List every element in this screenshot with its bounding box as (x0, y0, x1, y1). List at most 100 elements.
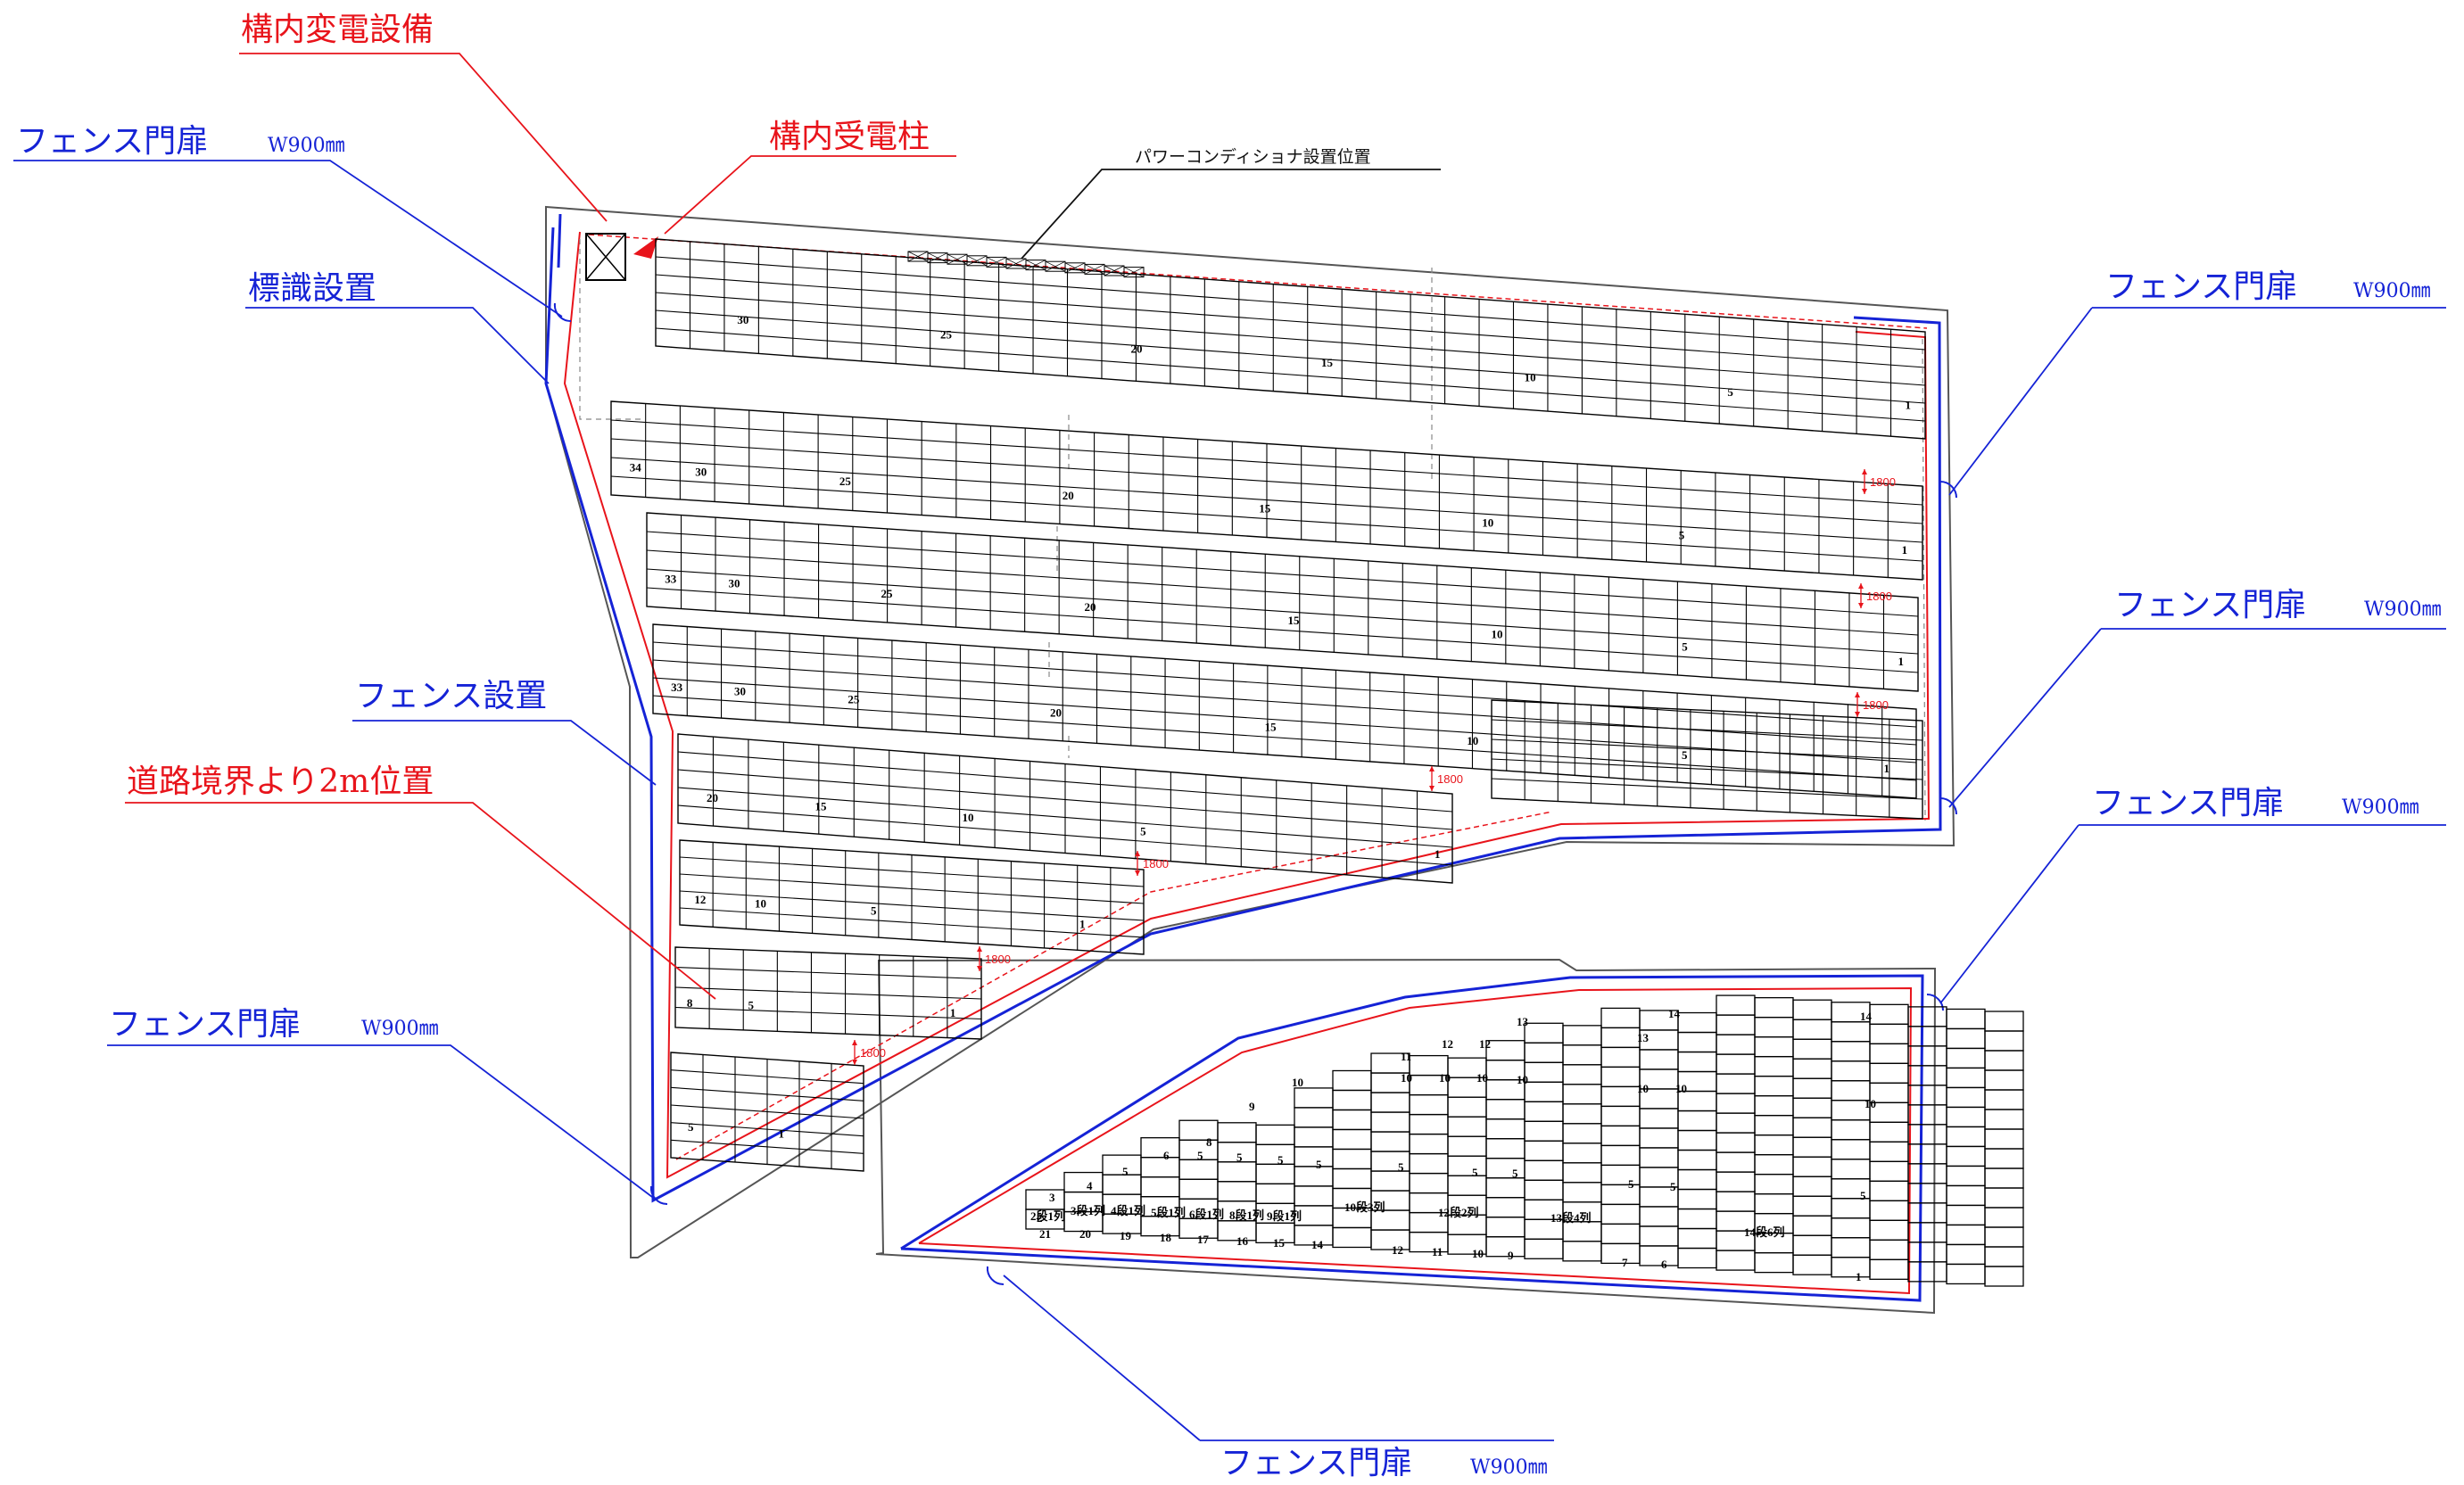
lower-panel-cell (1178, 1178, 1219, 1200)
panel-array (610, 238, 1926, 1172)
spacing-dimension: 1800 (1135, 851, 1169, 876)
lower-panel-cell (1984, 1030, 2024, 1052)
arrow-icon (1858, 603, 1864, 608)
lower-panel-cell (1524, 1159, 1564, 1181)
row-number-label: 20 (1062, 489, 1074, 502)
lower-panel-cell (1524, 1101, 1564, 1122)
spacing-dimension: 1800 (1862, 469, 1896, 494)
lower-panel-cell (1370, 1170, 1410, 1192)
lower-panel-cell (1907, 1261, 1947, 1283)
lower-panel-cell (1524, 1179, 1564, 1200)
spacing-dimension: 1800 (1858, 583, 1892, 608)
row-number-label: 30 (729, 576, 740, 590)
pcs-unit-hatch (907, 251, 929, 262)
lower-panel-cell (1831, 1257, 1871, 1278)
row-divider (655, 256, 1926, 351)
lower-panel-cell (1984, 1050, 2024, 1071)
lower-row-number-label: 12 (1442, 1037, 1453, 1051)
lower-panel-array (1025, 994, 2024, 1287)
lower-row-number-label: 2段1列 (1030, 1209, 1065, 1223)
lower-panel-cell (1754, 1134, 1794, 1156)
lower-panel-cell (1485, 1118, 1526, 1140)
fence-gate-width-3: W900㎜ (2353, 280, 2431, 302)
lower-panel-cell (1907, 1026, 1947, 1047)
receiving-pole-label: 構内受電柱 (769, 119, 930, 155)
row-number-label: 15 (1288, 614, 1301, 627)
arrow-icon (977, 946, 982, 952)
site-boundary (545, 205, 1955, 1315)
lower-panel-cell (1140, 1137, 1180, 1159)
panel-row-3 (646, 512, 1919, 692)
lower-panel-cell (1716, 1112, 1756, 1134)
panel-row-7 (674, 946, 982, 1040)
lower-panel-cell (1869, 1160, 1909, 1182)
lower-panel-cell (1792, 1215, 1832, 1236)
lower-panel-cell (1332, 1148, 1372, 1170)
lower-panel-cell (1984, 1187, 2024, 1209)
pcs-unit-hatch (986, 257, 1007, 268)
lower-panel-cell (1869, 1023, 1909, 1044)
lower-panel-cell (1677, 1051, 1717, 1073)
lower-row-number-label: 3段1列 (1071, 1204, 1105, 1217)
lower-panel-cell (1946, 1086, 1986, 1109)
panel-row-1 (655, 238, 1926, 440)
lower-panel-cell (1639, 1147, 1679, 1168)
pcs-unit-hatch (1025, 260, 1046, 270)
lower-panel-cell (1524, 1022, 1564, 1044)
lower-panel-cell (1946, 1067, 1986, 1089)
lower-panel-cell (1869, 1121, 1909, 1143)
lower-panel-cell (1600, 1203, 1641, 1225)
row-number-label: 15 (1321, 356, 1334, 369)
lower-panel-cell (1639, 1245, 1679, 1266)
lower-panel-cell (1792, 1097, 1832, 1118)
row-number-label: 10 (1482, 516, 1493, 529)
lower-panel-cell (1294, 1146, 1334, 1167)
lower-row-number-label: 14段6列 (1744, 1225, 1785, 1239)
row-divider (1491, 778, 1923, 800)
lower-panel-cell (1485, 1236, 1526, 1258)
lower-row-number-label: 19 (1120, 1229, 1132, 1242)
row-divider (655, 327, 1926, 422)
lower-panel-cell (1332, 1089, 1372, 1111)
row-divider (674, 1006, 982, 1020)
row-number-label: 5 (1727, 385, 1733, 399)
row-number-label: 30 (734, 685, 746, 698)
row-divider (652, 659, 1917, 746)
lower-panel-cell (1524, 1081, 1564, 1102)
lower-panel-cell (1063, 1171, 1104, 1193)
lower-panel-cell (1907, 1183, 1947, 1204)
lower-panel-cell (1370, 1151, 1410, 1172)
row-number-label: 25 (839, 474, 852, 488)
lower-row-number-label: 5 (1122, 1165, 1129, 1178)
lower-panel-cell (1716, 1151, 1756, 1173)
lower-panel-cell (1524, 1042, 1564, 1063)
spacing-value: 1800 (985, 953, 1011, 966)
lower-panel-cell (1716, 1171, 1756, 1192)
row-outline (677, 733, 1453, 884)
row-number-label: 1 (1435, 847, 1441, 861)
row-divider (1491, 758, 1923, 780)
row-number-label: 10 (755, 896, 766, 910)
lower-panel-cell (1984, 1011, 2024, 1032)
row-number-label: 10 (962, 811, 973, 824)
lower-panel-cell (1294, 1087, 1334, 1109)
arrow-icon (852, 1060, 857, 1065)
lower-row-number-label: 3 (1049, 1191, 1055, 1204)
row-number-label: 1 (1884, 762, 1890, 775)
lower-panel-cell (1907, 1222, 1947, 1243)
lower-panel-cell (1831, 1060, 1871, 1082)
lower-panel-cell (1600, 1164, 1641, 1186)
lower-panel-cell (1754, 996, 1794, 1019)
lower-panel-cell (1907, 1242, 1947, 1263)
lower-panel-cell (1754, 1153, 1794, 1176)
lower-row-number-label: 17 (1197, 1233, 1210, 1246)
row-divider (1491, 719, 1923, 741)
row-number-label: 5 (1679, 529, 1685, 542)
leader-lines (13, 53, 2446, 1441)
lower-panel-cell (1831, 1021, 1871, 1043)
row-divider (646, 531, 1919, 617)
arrow-icon (1429, 766, 1435, 771)
lower-panel-cell (1792, 1195, 1832, 1217)
